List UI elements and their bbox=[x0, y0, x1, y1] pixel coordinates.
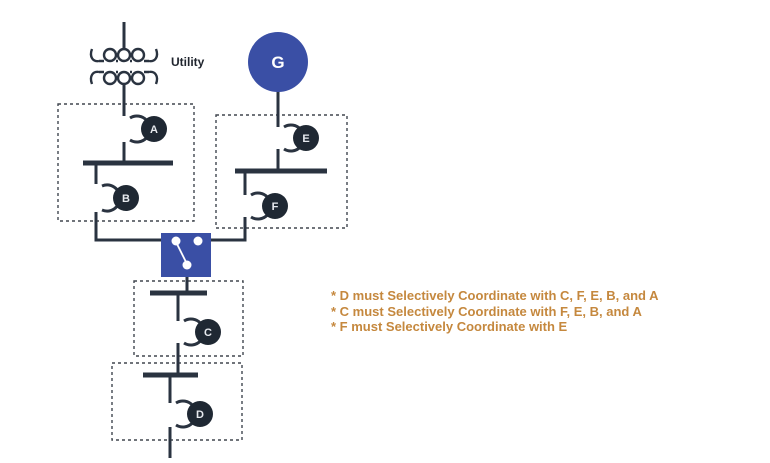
zone-box-ab bbox=[57, 103, 195, 222]
transformer-icon bbox=[89, 47, 159, 86]
breaker-b-label: B bbox=[122, 193, 130, 205]
zone-box-ef bbox=[215, 114, 348, 229]
breaker-b: B bbox=[101, 183, 139, 213]
breaker-d: D bbox=[175, 399, 213, 429]
breaker-f-label: F bbox=[272, 201, 279, 213]
breaker-c-label: C bbox=[204, 327, 212, 339]
breaker-f-to-ats-wire bbox=[196, 217, 247, 242]
breaker-f: F bbox=[250, 191, 288, 221]
note-d: * D must Selectively Coordinate with C, … bbox=[331, 288, 659, 303]
breaker-d-label: D bbox=[196, 409, 204, 421]
breaker-e-label: E bbox=[302, 133, 309, 145]
transfer-switch-icon bbox=[161, 233, 211, 277]
coordination-notes: * D must Selectively Coordinate with C, … bbox=[331, 288, 658, 335]
note-f: * F must Selectively Coordinate with E bbox=[331, 319, 568, 334]
breaker-e: E bbox=[283, 123, 319, 153]
breaker-c: C bbox=[183, 317, 221, 347]
utility-label: Utility bbox=[171, 55, 205, 69]
zone-box-d bbox=[111, 362, 243, 441]
note-c: * C must Selectively Coordinate with F, … bbox=[331, 303, 642, 319]
breaker-a-label: A bbox=[150, 124, 158, 136]
generator-icon: G bbox=[248, 32, 308, 92]
generator-label: G bbox=[271, 53, 284, 72]
breaker-a: A bbox=[129, 114, 167, 144]
breaker-b-to-ats-wire bbox=[94, 212, 180, 242]
